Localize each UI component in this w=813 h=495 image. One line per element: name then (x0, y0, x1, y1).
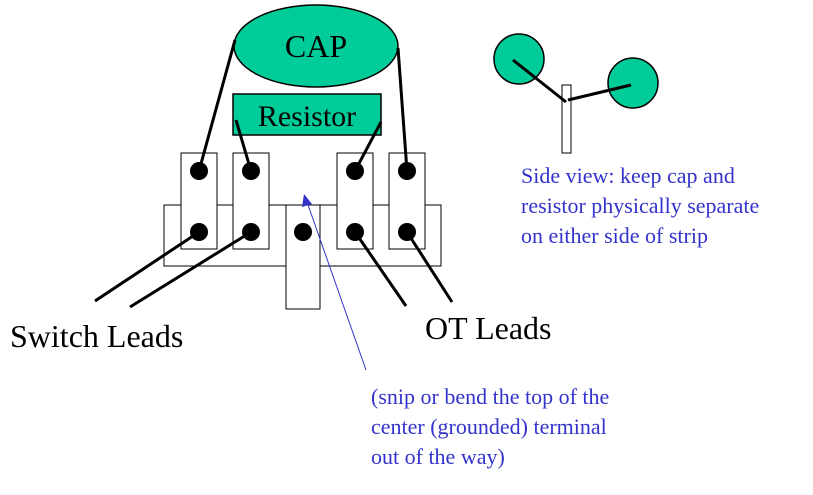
switch-lead-1 (94, 230, 200, 303)
pointer-arrow (306, 201, 367, 371)
side-view-cap-lead (512, 58, 567, 104)
capacitor-label: CAP (285, 28, 347, 64)
side-view-strip (561, 84, 572, 154)
center-terminal-note-line: (snip or bend the top of the (371, 384, 610, 409)
center-ground-lug (285, 204, 321, 310)
center-terminal-note-line: center (grounded) terminal (371, 414, 607, 439)
capacitor-lead-left (197, 39, 237, 172)
side-view-note-line: resistor physically separate (521, 193, 760, 218)
side-view-resistor-lead (567, 83, 632, 102)
side-view-resistor (607, 57, 659, 109)
center-terminal-note: (snip or bend the top of the center (gro… (371, 382, 609, 472)
capacitor-lead-right (396, 47, 409, 172)
center-terminal-note-line: out of the way) (371, 444, 505, 469)
ot-lead-2 (405, 231, 454, 303)
resistor (232, 93, 382, 136)
side-view-note-line: Side view: keep cap and (521, 163, 735, 188)
switch-lead-2 (129, 230, 252, 309)
ot-leads-label: OT Leads (425, 310, 551, 346)
resistor-lead-left (234, 119, 253, 172)
solder-point (294, 223, 312, 241)
switch-leads-label: Switch Leads (10, 318, 183, 354)
side-view-note: Side view: keep cap and resistor physica… (521, 161, 759, 251)
resistor-lead-right (353, 121, 383, 172)
resistor-label: Resistor (258, 100, 356, 133)
side-view-note-line: on either side of strip (521, 223, 708, 248)
ot-lead-1 (353, 231, 408, 307)
pointer-arrowhead (302, 194, 312, 207)
side-view-capacitor (493, 33, 545, 85)
